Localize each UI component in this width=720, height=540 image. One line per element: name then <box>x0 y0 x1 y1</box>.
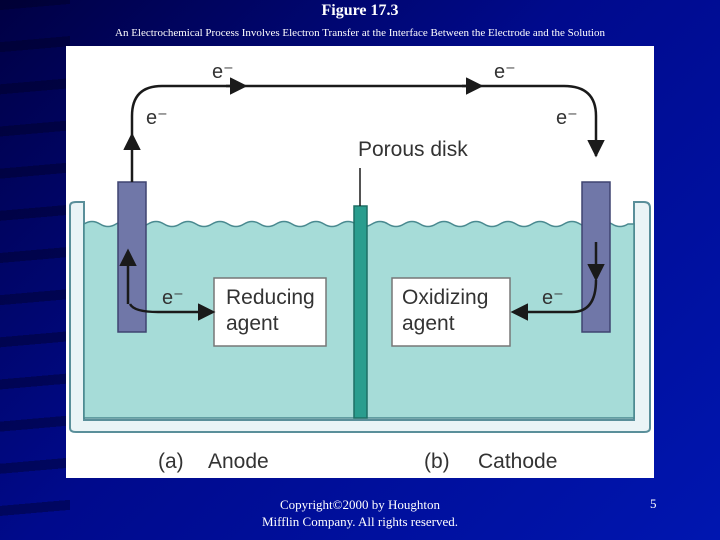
electron-label-cathode-wire: e⁻ <box>556 107 578 129</box>
oxidizing-agent-arrow <box>510 279 598 321</box>
external-wire <box>130 84 598 182</box>
caption-anode: Anode <box>208 450 269 473</box>
oxidizing-agent-line2: agent <box>402 312 455 335</box>
container-outer <box>69 201 651 433</box>
oxidizing-agent-box <box>391 277 511 347</box>
copyright-line-2: Mifflin Company. All rights reserved. <box>261 514 459 529</box>
slide-title: Figure 17.3 <box>321 2 399 19</box>
reducing-agent-line1: Reducing <box>226 286 315 309</box>
electron-label-reducing: e⁻ <box>162 287 184 309</box>
reducing-agent-line2: agent <box>226 312 279 335</box>
oxidizing-agent-line1: Oxidizing <box>402 286 488 309</box>
reducing-agent-arrow <box>128 303 216 321</box>
porous-disk-label: Porous disk <box>358 138 468 161</box>
electron-label-top-right: e⁻ <box>494 61 516 83</box>
page-number: 5 <box>650 496 657 511</box>
copyright-notice: Copyright©2000 by Houghton Mifflin Compa… <box>210 496 510 530</box>
background-stripes <box>0 0 70 540</box>
caption-cathode: Cathode <box>478 450 557 473</box>
electron-label-anode-wire: e⁻ <box>146 107 168 129</box>
electron-label-top-left: e⁻ <box>212 61 234 83</box>
electrochemical-cell-figure: Porous disk e⁻ e⁻ e⁻ e⁻ Reducing agent e… <box>66 46 654 478</box>
slide-subtitle: An Electrochemical Process Involves Elec… <box>115 27 605 39</box>
caption-letter-b: (b) <box>424 450 450 473</box>
porous-disk <box>353 205 368 419</box>
reducing-agent-box <box>213 277 327 347</box>
copyright-line-1: Copyright©2000 by Houghton <box>279 497 441 512</box>
caption-letter-a: (a) <box>158 450 184 473</box>
electron-label-oxidizing: e⁻ <box>542 287 564 309</box>
